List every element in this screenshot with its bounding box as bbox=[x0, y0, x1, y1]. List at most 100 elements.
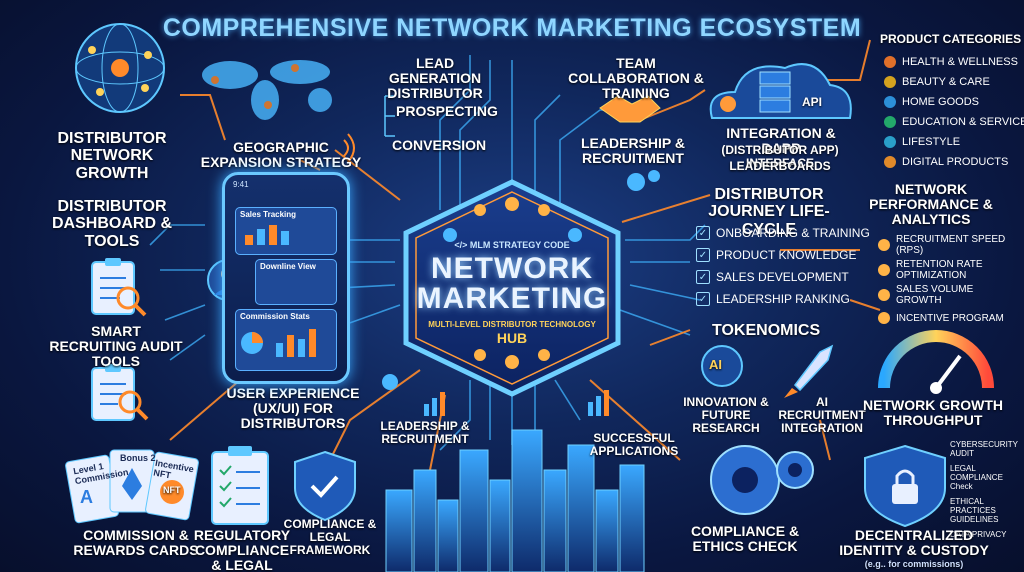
card-bonus2-label: Bonus 2 bbox=[120, 453, 156, 463]
mini-bar-chart-icon bbox=[424, 390, 609, 416]
lock-shield-icon bbox=[864, 444, 946, 528]
label-decentralized-note: (e.g.. for commissions) bbox=[864, 559, 964, 569]
layers-icon bbox=[878, 289, 890, 301]
ai-chip-icon bbox=[701, 345, 743, 387]
gauge-icon bbox=[878, 264, 890, 276]
label-distributor-journey: DISTRIBUTOR JOURNEY LIFE-CYCLE bbox=[708, 186, 830, 238]
commission-stats-label: Commission Stats bbox=[240, 312, 310, 321]
journey-step[interactable]: ✓PRODUCT KNOWLEDGE bbox=[696, 244, 870, 266]
label-ux-ui: USER EXPERIENCE (UX/UI) FOR DISTRIBUTORS bbox=[226, 385, 360, 432]
label-distributor-dashboard: DISTRIBUTOR DASHBOARD & TOOLS bbox=[52, 198, 172, 250]
gear-cluster-icon bbox=[627, 170, 660, 191]
journey-step[interactable]: ✓LEADERSHIP RANKING bbox=[696, 288, 870, 310]
sales-tracking-label: Sales Tracking bbox=[240, 210, 297, 219]
security-check-item[interactable]: CYBERSECURITY AUDIT bbox=[950, 440, 1024, 458]
ai-chip-label: AI bbox=[709, 357, 722, 372]
city-buildings-icon bbox=[385, 429, 645, 572]
security-check-item[interactable]: DATA PRIVACY bbox=[950, 530, 1024, 539]
shield-check-icon bbox=[294, 450, 356, 522]
commission-chart-icon bbox=[241, 329, 316, 357]
label-leaderboards: LEADERBOARDS bbox=[729, 159, 831, 173]
sales-bars-icon bbox=[245, 225, 289, 245]
label-network-performance: NETWORK PERFORMANCE & ANALYTICS bbox=[869, 181, 993, 228]
gauge-icon bbox=[878, 330, 994, 394]
sales-tracking-tile[interactable]: Sales Tracking bbox=[235, 207, 337, 255]
product-category-item[interactable]: DIGITAL PRODUCTS bbox=[884, 152, 1024, 172]
performance-metric[interactable]: SALES VOLUME GROWTH bbox=[878, 284, 1018, 306]
security-check-item[interactable]: ETHICAL PRACTICES GUIDELINES bbox=[950, 497, 1024, 524]
commission-stats-tile[interactable]: Commission Stats bbox=[235, 309, 337, 371]
ethics-gears-icon bbox=[710, 445, 814, 515]
downline-view-label: Downline View bbox=[260, 262, 316, 271]
product-category-label: DIGITAL PRODUCTS bbox=[902, 156, 1009, 168]
distributor-phone-mockup: 9:41 Sales Tracking Downline View Commis… bbox=[222, 172, 350, 384]
label-compliance-framework: COMPLIANCE & LEGAL FRAMEWORK bbox=[283, 517, 377, 557]
arrows-icon bbox=[878, 312, 890, 324]
performance-metric-label: SALES VOLUME GROWTH bbox=[896, 284, 974, 306]
globe-icon bbox=[75, 23, 165, 113]
product-category-item[interactable]: HOME GOODS bbox=[884, 92, 1024, 112]
label-leadership-recruitment-top: LEADERSHIP & RECRUITMENT bbox=[581, 135, 685, 167]
label-regulatory-compliance: REGULATORY COMPLIANCE & LEGAL bbox=[193, 527, 291, 572]
signal-icon bbox=[343, 133, 355, 163]
hub-subtitle: MULTI-LEVEL DISTRIBUTOR TECHNOLOGY bbox=[428, 320, 596, 329]
label-lead-generation: LEAD GENERATION DISTRIBUTOR bbox=[387, 55, 483, 102]
security-check-item[interactable]: LEGAL COMPLIANCE Check bbox=[950, 464, 1024, 491]
label-geographic-expansion: GEOGRAPHIC EXPANSION STRATEGY bbox=[200, 139, 362, 171]
product-category-item[interactable]: HEALTH & WELLNESS bbox=[884, 52, 1024, 72]
journey-list: ✓ ONBOARDING & TRAINING ✓PRODUCT KNOWLEDGE… bbox=[696, 222, 870, 310]
performance-metric[interactable]: INCENTIVE PROGRAM bbox=[878, 309, 1018, 327]
performance-metric[interactable]: RECRUITMENT SPEED (RPS) bbox=[878, 234, 1018, 256]
product-category-item[interactable]: EDUCATION & SERVICES bbox=[884, 112, 1024, 132]
handshake-icon bbox=[599, 95, 661, 123]
product-categories-title: PRODUCT CATEGORIES bbox=[880, 32, 1022, 46]
rocket-icon bbox=[784, 344, 834, 398]
label-ai-recruitment: AI RECRUITMENT INTEGRATION bbox=[778, 395, 866, 435]
checkbox-icon: ✓ bbox=[696, 270, 710, 284]
label-distributor-network-growth: DISTRIBUTOR NETWORK GROWTH bbox=[57, 130, 167, 182]
label-leadership-recruitment-bottom: LEADERSHIP & RECRUITMENT bbox=[380, 419, 470, 446]
sparkle-icon bbox=[884, 76, 896, 88]
book-icon bbox=[884, 116, 896, 128]
product-category-item[interactable]: BEAUTY & CARE bbox=[884, 72, 1024, 92]
product-category-label: HOME GOODS bbox=[902, 96, 980, 108]
label-smart-recruiting: SMART RECRUITING AUDIT TOOLS bbox=[49, 323, 183, 370]
rewards-cards-icon: A bbox=[65, 449, 199, 524]
bulb-icon bbox=[878, 239, 890, 251]
card-nft-label: NFT bbox=[163, 485, 181, 495]
label-network-growth-throughput: NETWORK GROWTH THROUGHPUT bbox=[863, 397, 1003, 429]
downline-view-tile[interactable]: Downline View bbox=[255, 259, 337, 305]
label-commission-rewards: COMMISSION & REWARDS CARDS bbox=[73, 527, 199, 559]
security-check-label: ETHICAL PRACTICES GUIDELINES bbox=[950, 497, 999, 524]
label-conversion: CONVERSION bbox=[392, 137, 487, 153]
label-tokenomics: TOKENOMICS bbox=[712, 322, 821, 339]
svg-text:A: A bbox=[80, 487, 93, 507]
security-check-label: DATA PRIVACY bbox=[950, 530, 1007, 539]
small-gear-icon bbox=[382, 374, 398, 390]
hub-tag: HUB bbox=[496, 330, 528, 346]
checkbox-icon: ✓ bbox=[696, 226, 710, 240]
performance-metric-label: RECRUITMENT SPEED (RPS) bbox=[896, 234, 1006, 256]
hub-people-icons bbox=[474, 197, 550, 369]
security-check-label: LEGAL COMPLIANCE Check bbox=[950, 464, 1003, 491]
lead-flow-icon bbox=[384, 95, 395, 137]
product-category-label: EDUCATION & SERVICES bbox=[902, 116, 1024, 128]
hub-title-line2: MARKETING bbox=[416, 282, 608, 315]
performance-metric-label: RETENTION RATE OPTIMIZATION bbox=[896, 259, 983, 281]
journey-step-label: ONBOARDING & TRAINING bbox=[716, 226, 870, 240]
hub-center[interactable]: </> MLM STRATEGY CODE NETWORK MARKETING … bbox=[405, 240, 619, 346]
label-decentralized-identity: DECENTRALIZED IDENTITY & CUSTODY bbox=[839, 527, 989, 559]
hub-code-label: </> MLM STRATEGY CODE bbox=[454, 240, 570, 250]
label-compliance-ethics: COMPLIANCE & ETHICS CHECK bbox=[690, 523, 800, 555]
journey-step[interactable]: ✓SALES DEVELOPMENT bbox=[696, 266, 870, 288]
performance-metric[interactable]: RETENTION RATE OPTIMIZATION bbox=[878, 259, 1018, 281]
label-prospecting: PROSPECTING bbox=[396, 103, 498, 119]
hub-title-line1: NETWORK bbox=[431, 252, 593, 285]
product-category-label: BEAUTY & CARE bbox=[902, 76, 990, 88]
journey-step-label: LEADERSHIP RANKING bbox=[716, 292, 850, 306]
api-label: API bbox=[802, 95, 823, 109]
journey-step[interactable]: ✓ ONBOARDING & TRAINING bbox=[696, 222, 870, 244]
product-category-item[interactable]: LIFESTYLE bbox=[884, 132, 1024, 152]
